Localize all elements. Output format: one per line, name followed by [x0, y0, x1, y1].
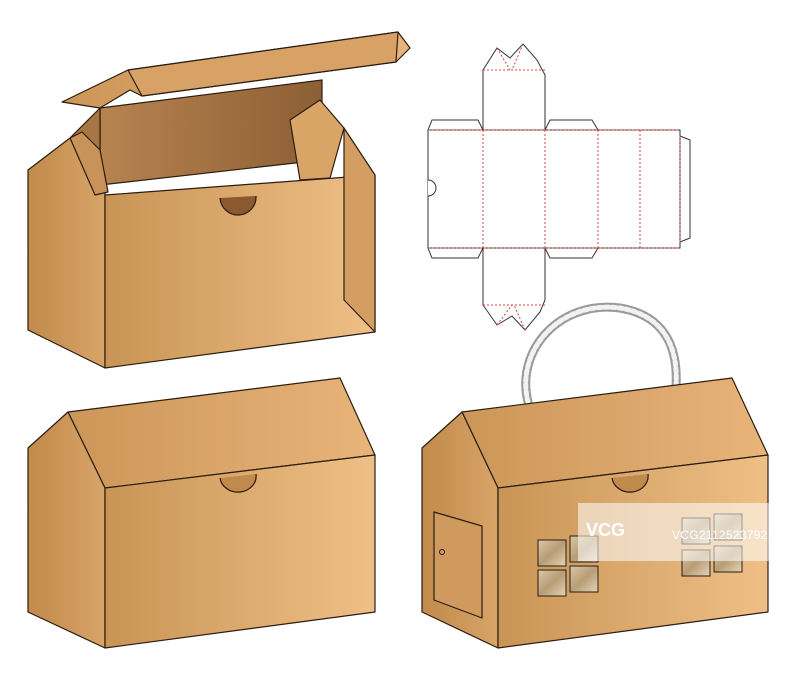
- dieline-top-flap-right: [544, 119, 599, 131]
- open-box-thumb-notch: [219, 195, 257, 216]
- dieline-bottom-gable: [482, 247, 546, 331]
- open-box-right-flap: [289, 99, 345, 181]
- dieline-thumb-notch: [427, 179, 437, 197]
- watermark-band: [578, 503, 778, 561]
- box-dieline: [427, 43, 691, 331]
- open-box-inside-back: [99, 79, 323, 186]
- watermark-logo: VCG: [586, 520, 626, 540]
- closed-box-thumb-notch: [219, 473, 257, 493]
- dieline-bottom-flap-left: [427, 247, 484, 259]
- door-knob: [439, 549, 445, 555]
- open-box: [27, 31, 411, 369]
- dieline-main-strip: [427, 129, 681, 249]
- open-box-left-flap: [69, 131, 109, 196]
- rope-handle-highlight: [523, 304, 679, 405]
- closed-box-front: [104, 454, 376, 649]
- dieline-bottom-flap-right: [544, 247, 599, 259]
- house-box: [421, 302, 769, 649]
- dieline-fold-lines: [428, 43, 681, 331]
- house-box-thumb-notch: [611, 473, 649, 493]
- closed-box: [27, 377, 376, 649]
- watermark-text: VCG211252379227: [672, 528, 782, 542]
- dieline-top-gable: [482, 43, 546, 131]
- dieline-top-flap-left: [427, 119, 484, 131]
- house-box-door: [433, 511, 483, 619]
- open-box-lid-edge: [127, 31, 399, 97]
- open-box-right-side: [343, 127, 376, 333]
- dieline-glue-tab: [679, 135, 691, 243]
